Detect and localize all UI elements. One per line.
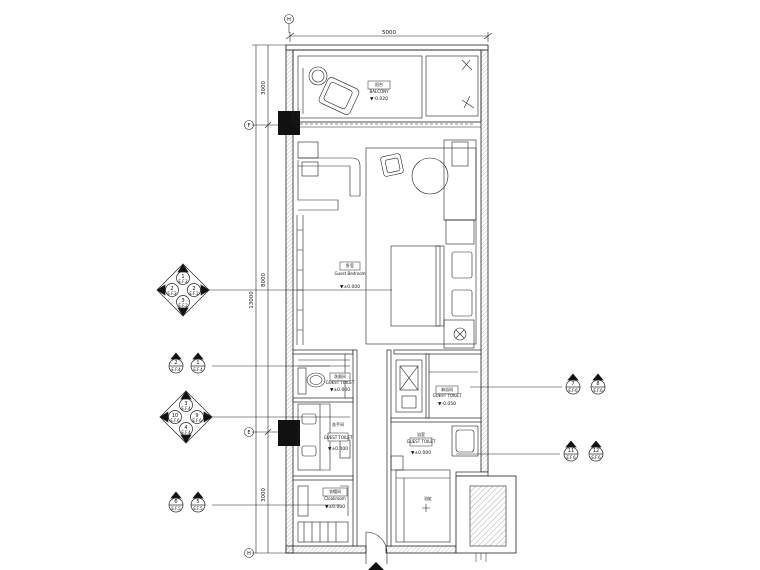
bath-name-cn: 浴室 [417,431,425,437]
tag1-top-sheet: E.F.2 [178,279,188,284]
entry-arrow-icon [368,562,384,570]
tag1-bottom: 3 [181,298,184,304]
top-dimension: 3000 [261,81,267,95]
elevation-tag-6 [563,440,604,462]
balcony-name-en: BALCONY [369,89,389,94]
elevation-tag-1 [156,263,210,317]
tag3-right: 9 [195,413,198,419]
bath-name-en: GUEST TOILET [407,439,436,444]
tag1-right: 2 [192,286,195,292]
tag3-left-sheet: E.F.6 [170,418,180,423]
shaft-door [475,553,487,562]
bedroom-name-cn: 卧室 [346,262,354,268]
vanity-name-cn: 洗手间 [332,421,344,427]
axis-marker-top [284,14,294,24]
tag6-left-sheet: E.F.6 [566,455,576,460]
elevation-tag-5 [565,373,606,395]
tag1-bottom-sheet: E.F.2 [178,303,188,308]
closet-name-en: Cloakroom [324,496,346,501]
closet-level: ▼±0.000 [325,504,345,510]
tag5-left: 7 [571,381,574,387]
tag3-left: 10 [172,413,178,419]
tag3-bottom-sheet: E.F.4 [181,430,191,435]
tag2-left-sheet: E.F.4 [171,367,181,372]
axis-label-bottom: H [247,551,251,557]
wc-name-cn: 洗厕间 [334,373,346,379]
shower-level: ▼-0.050 [438,401,456,407]
tag2-right-sheet: E.F.4 [193,367,203,372]
bedroom-name-en: Guest Bedroom [334,271,365,276]
middle-dimension: 8000 [261,273,267,287]
tag3-top: 3 [184,401,187,407]
total-dimension: 13000 [249,291,255,309]
closet-area [297,485,349,543]
balcony-area [292,49,482,128]
axis-label-f: F [248,123,251,129]
tag4-right: 5 [196,499,199,505]
interior-walls [292,349,489,547]
shower-name-en: GUEST TOILET [433,393,462,398]
tag6-right-sheet: E.F.6 [591,455,601,460]
dimension-lines [252,24,493,554]
bath-area [390,425,479,543]
tag5-right-sheet: E.F.6 [593,388,603,393]
tag3-bottom: 4 [184,425,187,431]
tag1-right-sheet: E.F.2 [189,291,199,296]
shaft-hatch [469,485,507,547]
tag4-right-sheet: E.F.5 [193,506,203,511]
leader-lines [209,289,562,506]
elevation-tag-3 [159,390,213,444]
tub-name-cn: 浴缸 [424,495,432,501]
exterior-walls [285,44,489,554]
wc-name-en: GUEST TOILET [326,380,355,385]
balcony-name-cn: 阳台 [375,81,383,87]
tag1-left: 2 [170,286,173,292]
column-mid [278,420,300,446]
elevation-tag-2 [168,352,206,374]
bath-level: ▼±0.000 [411,450,431,456]
axis-label-e: E [247,430,250,436]
closet-name-cn: 衣帽间 [329,488,341,494]
axis-marker-e [244,427,254,437]
tag5-right: 8 [596,381,599,387]
tag3-right-sheet: E.F.6 [192,418,202,423]
tag3-top-sheet: E.F.4 [181,406,191,411]
axis-marker-bottom [244,548,254,558]
vanity-name-en: GUEST TOILET [324,435,353,440]
vanity-level: ▼±0.000 [328,446,348,452]
tag6-right: 12 [593,448,599,454]
tag4-left-sheet: E.F.5 [171,506,181,511]
axis-label-top: H [287,17,291,23]
axis-marker-f [244,120,254,130]
width-dimension: 5000 [382,30,396,36]
elevation-tag-4 [168,491,206,513]
axis-markers [244,14,294,558]
column-top [278,111,300,135]
tag2-right: 1 [196,360,199,366]
tag1-top: 1 [181,274,184,280]
bottom-dimension: 3000 [261,488,267,502]
balcony-level: ▼-0.020 [370,96,388,102]
shower-area [395,359,478,413]
bedroom-area [296,139,477,349]
bedroom-level: ▼±0.000 [340,284,360,290]
tag4-left: 6 [174,499,177,505]
tag6-left: 11 [568,448,574,454]
shower-name-cn: 淋浴间 [441,386,453,392]
tag1-left-sheet: E.F.2 [167,291,177,296]
entry-door [365,531,388,564]
tag5-left-sheet: E.F.6 [568,388,578,393]
wc-level: ▼±0.000 [330,387,350,393]
tag2-left: 2 [174,360,177,366]
